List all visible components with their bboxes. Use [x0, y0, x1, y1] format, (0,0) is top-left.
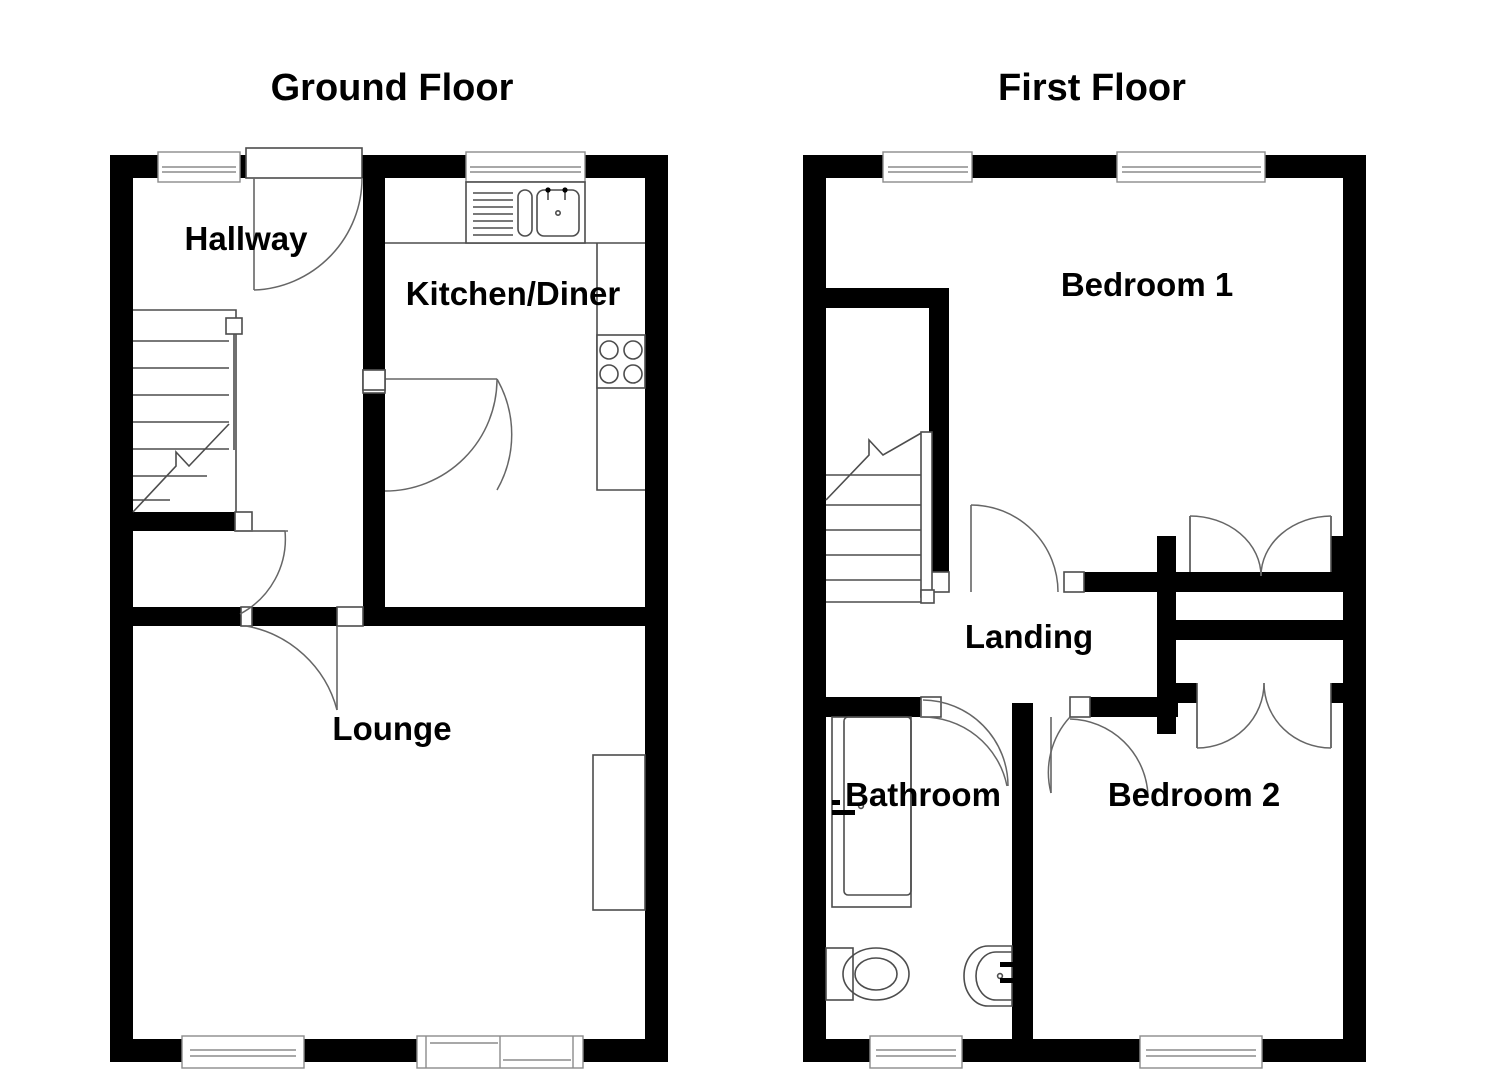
staircase-ground — [132, 309, 243, 513]
first-door-jambs — [920, 571, 1091, 718]
room-label-hallway: Hallway — [185, 220, 309, 257]
room-label-bedroom-1: Bedroom 1 — [1061, 266, 1233, 303]
lounge-patio-doors — [416, 1035, 584, 1069]
kitchen-front-window — [465, 151, 586, 183]
room-label-kitchen-diner: Kitchen/Diner — [406, 275, 621, 312]
first-floor-title: First Floor — [998, 67, 1186, 109]
wardrobe-upper — [1189, 515, 1332, 577]
room-labels: Hallway Kitchen/Diner Lounge Bedroom 1 L… — [185, 220, 1281, 813]
ground-door-swings — [235, 177, 513, 711]
room-label-landing: Landing — [965, 618, 1093, 655]
lounge-radiator — [592, 754, 646, 911]
toilet — [825, 947, 910, 1001]
kitchen-fittings — [385, 181, 646, 491]
understairs-cupboard-door — [235, 530, 288, 615]
wardrobe-lower — [1196, 682, 1332, 749]
front-door-opening — [245, 147, 363, 179]
bath — [831, 716, 912, 908]
ground-internal-walls — [133, 155, 645, 626]
bedroom-2-door — [1047, 716, 1149, 796]
wash-basin — [963, 945, 1018, 1007]
bathroom-fittings — [825, 716, 1018, 1007]
ground-floor-title: Ground Floor — [271, 67, 514, 109]
room-label-lounge: Lounge — [332, 710, 451, 747]
first-internal-walls — [826, 288, 1345, 1039]
first-windows — [869, 151, 1266, 1069]
staircase-first — [825, 431, 935, 604]
bedroom-2-rear-window — [1139, 1035, 1263, 1069]
hallway-front-window — [157, 151, 241, 183]
room-label-bedroom-2: Bedroom 2 — [1108, 776, 1280, 813]
lounge-rear-window — [181, 1035, 305, 1069]
kitchen-sink-unit — [465, 181, 586, 244]
bathroom-door — [920, 699, 1009, 787]
kitchen-door — [362, 369, 513, 492]
ground-windows — [157, 147, 586, 1069]
kitchen-hob — [596, 334, 646, 389]
room-label-bathroom: Bathroom — [845, 776, 1001, 813]
ground-floor-plan: Ground Floor — [110, 67, 668, 1069]
bathroom-rear-window — [869, 1035, 963, 1069]
first-floor-plan: First Floor — [803, 67, 1366, 1069]
lounge-door — [245, 625, 338, 711]
bedroom-1-front-window-right — [1116, 151, 1266, 183]
bedroom-1-door — [970, 504, 1059, 593]
bedroom-1-front-window-left — [882, 151, 973, 183]
first-door-swings — [920, 504, 1149, 796]
front-door — [253, 177, 363, 291]
